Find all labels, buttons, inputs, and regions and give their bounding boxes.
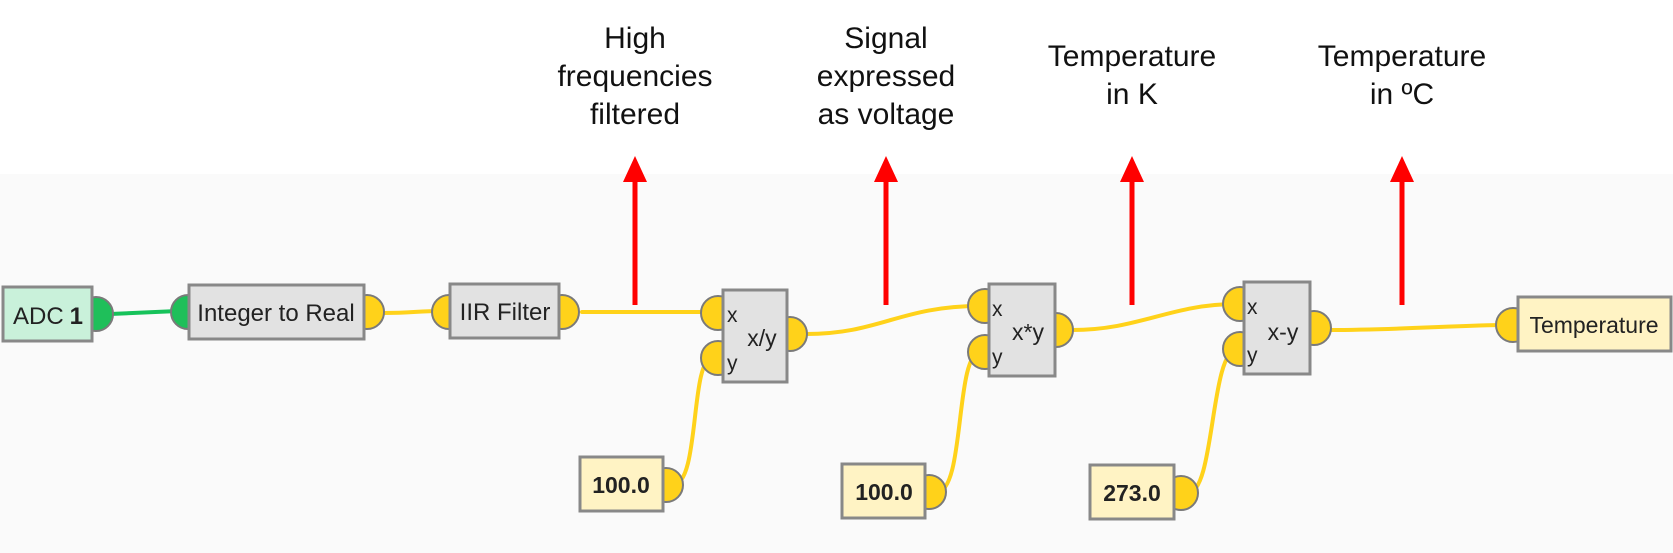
- annotations: High frequencies filtered Signal express…: [557, 22, 1486, 131]
- constant-block-100-b[interactable]: 100.0: [840, 462, 947, 520]
- constant-block-100-a[interactable]: 100.0: [578, 455, 684, 513]
- annotation-line: expressed: [817, 60, 955, 93]
- div-y-label: y: [727, 352, 738, 375]
- sub-x-label: x: [1247, 296, 1258, 319]
- annotation-line: in ºC: [1370, 78, 1434, 111]
- subtract-block[interactable]: x y x-y: [1222, 280, 1332, 376]
- sub-y-label: y: [1247, 344, 1258, 367]
- int-body: [187, 283, 366, 341]
- mul-x-label: x: [992, 298, 1003, 321]
- canvas-background: [0, 174, 1673, 553]
- annotation-temperature-k: Temperature in K: [1048, 40, 1216, 111]
- wire-sub-to-output[interactable]: [1328, 323, 1510, 332]
- multiply-block[interactable]: x y x*y: [967, 282, 1074, 378]
- annotation-line: High: [604, 22, 666, 55]
- arrow-high-frequencies: [623, 156, 647, 305]
- div-body: [721, 288, 789, 384]
- output-body: [1516, 295, 1673, 353]
- mul-y-label: y: [992, 346, 1003, 369]
- const2-value: 100.0: [855, 479, 913, 505]
- iir-label: IIR Filter: [460, 299, 551, 326]
- const1-value: 100.0: [592, 472, 650, 498]
- divide-block[interactable]: x y x/y: [700, 288, 808, 384]
- integer-to-real-block[interactable]: Integer to Real: [170, 283, 385, 341]
- mul-label: x*y: [1012, 319, 1044, 345]
- mul-body: [987, 282, 1057, 378]
- annotation-high-frequencies: High frequencies filtered: [557, 22, 712, 131]
- annotation-line: Temperature: [1048, 40, 1216, 73]
- int-label: Integer to Real: [197, 300, 354, 327]
- wire-adc-to-int[interactable]: [108, 309, 180, 316]
- const3-value: 273.0: [1103, 480, 1161, 506]
- annotation-line: filtered: [590, 98, 680, 131]
- wire-div-to-mul-x[interactable]: [804, 304, 982, 336]
- iir-filter-block[interactable]: IIR Filter: [431, 282, 580, 340]
- annotation-line: Temperature: [1318, 40, 1486, 73]
- annotation-arrows: [623, 156, 1414, 305]
- annotation-line: as voltage: [818, 98, 955, 131]
- adc-body: [1, 285, 94, 343]
- sub-body: [1242, 280, 1312, 376]
- div-x-label: x: [727, 304, 738, 327]
- div-label: x/y: [747, 325, 777, 351]
- wire-mul-to-sub-x[interactable]: [1070, 302, 1239, 332]
- arrow-temperature-k: [1120, 156, 1144, 305]
- annotation-line: frequencies: [557, 60, 712, 93]
- output-label: Temperature: [1529, 312, 1658, 338]
- const3-body: [1088, 463, 1176, 521]
- annotation-line: Signal: [844, 22, 927, 55]
- annotation-temperature-c: Temperature in ºC: [1318, 40, 1486, 111]
- arrow-signal-voltage: [874, 156, 898, 305]
- temperature-output-block[interactable]: Temperature: [1495, 295, 1673, 353]
- sub-label: x-y: [1268, 319, 1299, 345]
- annotation-signal-voltage: Signal expressed as voltage: [817, 22, 955, 131]
- const2-body: [840, 462, 927, 520]
- annotation-line: in K: [1106, 78, 1158, 111]
- constant-block-273[interactable]: 273.0: [1088, 463, 1199, 521]
- arrow-temperature-c: [1390, 156, 1414, 305]
- const1-body: [578, 455, 665, 513]
- iir-body: [448, 282, 561, 340]
